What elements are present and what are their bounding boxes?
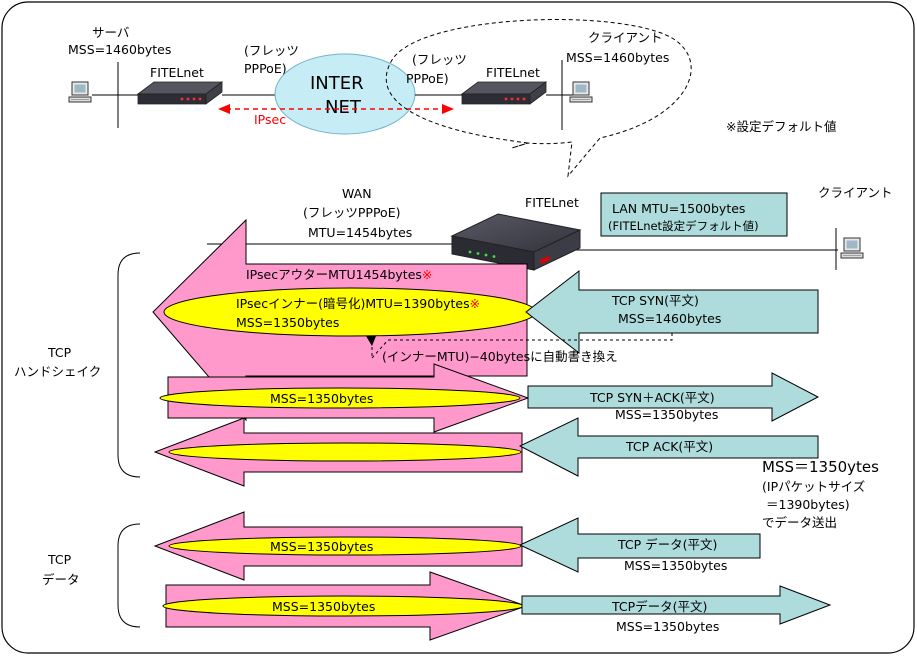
ipsec-inner-mss: MSS=1350bytes [236, 315, 339, 330]
client-computer-icon-top [569, 81, 593, 103]
left-router-icon [137, 81, 223, 105]
left-pppoe-line2: PPPoE) [244, 61, 287, 76]
note-line1: MSS＝1350ytes [762, 458, 879, 476]
tcp-data1-arrow [518, 517, 761, 573]
tcp-data1-line1: TCP データ(平文) [617, 537, 717, 552]
handshake-bracket [117, 252, 141, 478]
client-top-label: クライアント [588, 30, 663, 45]
tcp-synack-line1: TCP SYN＋ACK(平文) [589, 390, 715, 405]
ack-inner-ellipse [168, 442, 522, 462]
server-label: サーバ [92, 25, 129, 40]
wan-line2: (フレッツPPPoE) [303, 205, 400, 220]
data-bracket [117, 523, 141, 628]
tcp-data2-line2: MSS=1350bytes [616, 619, 719, 634]
data2-mss: MSS=1350bytes [272, 599, 375, 614]
zoom-callout [385, 19, 692, 178]
center-router-icon [450, 213, 582, 271]
wan-section: WAN (フレッツPPPoE) MTU=1454bytes FITELnet L… [207, 185, 893, 271]
right-router-icon [461, 81, 547, 105]
tcp-ack-arrow [518, 417, 819, 477]
client-top-mss: MSS=1460bytes [566, 50, 669, 65]
note-line3: ＝1390bytes) [766, 497, 850, 512]
internet-line2: NET [325, 97, 362, 118]
server-computer-icon [68, 81, 92, 103]
data-label-line1: TCP [47, 552, 72, 567]
server-mss: MSS=1460bytes [68, 42, 171, 57]
tcp-data1-line2: MSS=1350bytes [624, 558, 727, 573]
tcp-ack-label: TCP ACK(平文) [625, 439, 713, 454]
handshake-label-line2: ハンドシェイク [14, 364, 101, 379]
tcp-synack-arrow [527, 372, 820, 422]
internet-cloud [274, 53, 416, 135]
ipsec-inner-label: IPsecインナー(暗号化)MTU=1390bytes※ [236, 296, 480, 311]
note-line2: (IPパケットサイズ [762, 479, 865, 494]
data-label-line2: データ [42, 572, 80, 587]
rewrite-note: (インナーMTU)−40bytesに自動書き換え [382, 349, 618, 364]
right-pppoe-line2: PPPoE) [406, 71, 449, 86]
ipsec-outer-label: IPsecアウターMTU1454bytes※ [246, 267, 432, 282]
internet-line1: INTER [310, 73, 364, 94]
client-computer-icon-right [840, 237, 864, 259]
right-router-label: FITELnet [486, 65, 540, 80]
left-pppoe-line1: (フレッツ [244, 43, 299, 58]
ipsec-label: IPsec [254, 112, 286, 127]
data1-mss: MSS=1350bytes [270, 539, 373, 554]
client-right-label: クライアント [818, 185, 893, 200]
tcp-syn-arrow [525, 269, 819, 355]
lan-mtu-line1: LAN MTU=1500bytes [612, 201, 745, 216]
tcp-data2-arrow [521, 585, 832, 625]
tcp-synack-line2: MSS=1350bytes [615, 407, 718, 422]
wan-mtu: MTU=1454bytes [308, 225, 412, 240]
center-router-label: FITELnet [525, 195, 579, 210]
note-line4: でデータ送出 [762, 515, 837, 530]
tcp-syn-line2: MSS=1460bytes [618, 311, 721, 326]
right-pppoe-line1: (フレッツ [412, 52, 467, 67]
synack-inner-ellipse [159, 387, 521, 409]
top-network: サーバ MSS=1460bytes FITELnet (フレッツ PPPoE) … [68, 19, 836, 178]
lan-mtu-box [600, 192, 788, 237]
lan-mtu-line2: (FITELnet設定デフォルト値) [608, 219, 759, 233]
wan-line1: WAN [342, 186, 372, 201]
tcp-syn-line1: TCP SYN(平文) [611, 293, 699, 308]
tcp-data2-line1: TCPデータ(平文) [611, 599, 707, 614]
left-router-label: FITELnet [150, 65, 204, 80]
synack-inner-mss: MSS=1350bytes [270, 391, 373, 406]
default-note: ※設定デフォルト値 [726, 119, 836, 134]
handshake-label-line1: TCP [47, 345, 72, 360]
